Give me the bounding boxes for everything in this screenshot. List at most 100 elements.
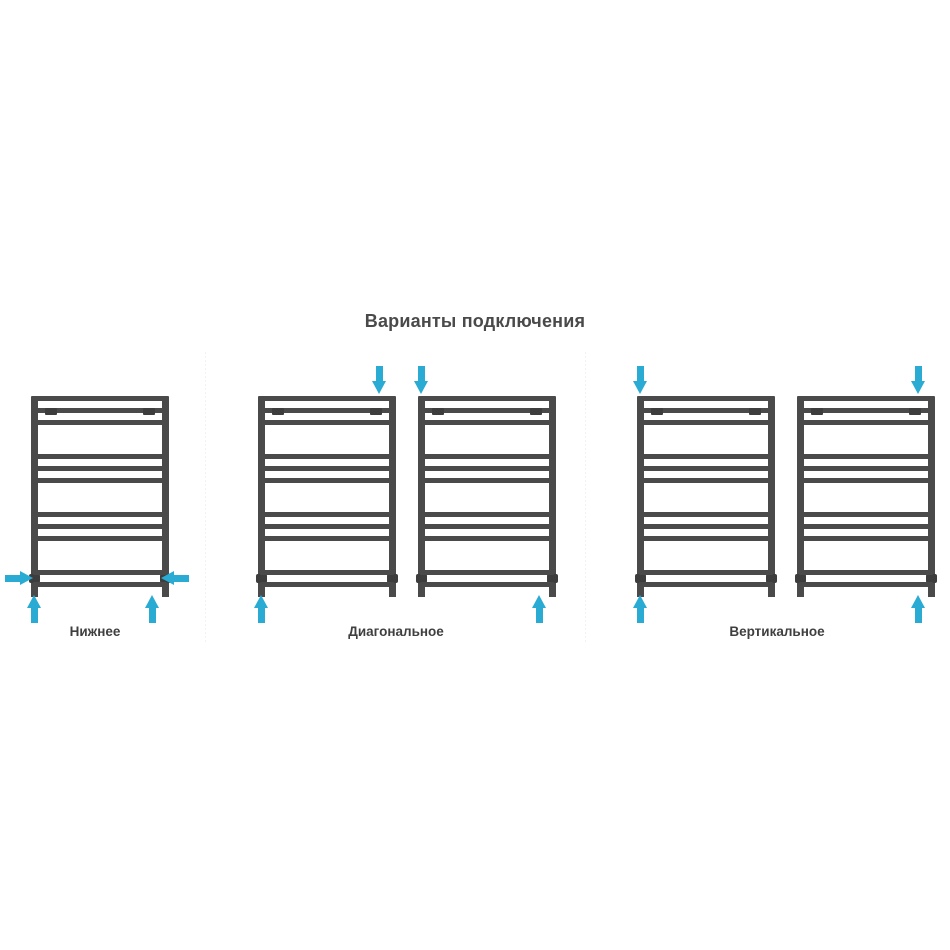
arrow-head: [161, 571, 174, 585]
radiator-rung: [33, 536, 167, 541]
radiator-foot-right: [389, 590, 396, 597]
radiator-foot-left: [637, 590, 644, 597]
wall-mount-bracket-left: [272, 408, 284, 415]
radiator-rung: [639, 408, 773, 413]
inlet-arrow-left: [5, 571, 33, 586]
radiator-rung: [799, 536, 933, 541]
group-label-bottom: Нижнее: [69, 624, 121, 639]
wall-mount-bracket-right: [749, 408, 761, 415]
arrow-shaft: [31, 608, 38, 623]
radiator-vertical-2: [795, 396, 937, 597]
radiator-rung: [639, 512, 773, 517]
radiator-rung: [420, 524, 554, 529]
arrow-head: [911, 381, 925, 394]
radiator-rung: [799, 420, 933, 425]
arrow-shaft: [258, 608, 265, 623]
radiator-foot-left: [797, 590, 804, 597]
radiator-vertical-1: [635, 396, 777, 597]
inlet-arrow-top-right: [372, 366, 387, 394]
radiator-side-rail-left: [31, 396, 38, 591]
radiator-rung: [799, 582, 933, 587]
radiator-connection-port-right: [387, 574, 398, 583]
wall-mount-bracket-right: [143, 408, 155, 415]
radiator-rung: [260, 420, 394, 425]
arrow-shaft: [915, 366, 922, 381]
radiator-rung: [260, 478, 394, 483]
arrow-shaft: [418, 366, 425, 381]
radiator-rung: [639, 454, 773, 459]
radiator-foot-left: [418, 590, 425, 597]
radiator-side-rail-right: [389, 396, 396, 591]
outlet-arrow-bottom-right: [911, 595, 926, 623]
radiator-bottom-1: [29, 396, 171, 597]
arrow-head: [911, 595, 925, 608]
group-label-diagonal: Диагональное: [348, 624, 444, 639]
arrow-head: [254, 595, 268, 608]
arrow-shaft: [915, 608, 922, 623]
radiator-side-rail-left: [258, 396, 265, 591]
radiator-rung: [420, 512, 554, 517]
radiator-rung: [639, 582, 773, 587]
radiator-rung: [799, 524, 933, 529]
radiator-rung: [420, 466, 554, 471]
radiator-rung: [33, 454, 167, 459]
radiator-side-rail-left: [797, 396, 804, 591]
radiator-rung: [420, 420, 554, 425]
arrow-shaft: [536, 608, 543, 623]
radiator-connection-port-left: [635, 574, 646, 583]
radiator-side-rail-right: [928, 396, 935, 591]
radiator-diagonal-2: [416, 396, 558, 597]
radiator-rung: [639, 466, 773, 471]
radiator-foot-right: [768, 590, 775, 597]
radiator-rung: [33, 420, 167, 425]
radiator-rung: [420, 408, 554, 413]
radiator-connection-port-left: [795, 574, 806, 583]
radiator-rung: [260, 454, 394, 459]
radiator-rung: [799, 512, 933, 517]
radiator-rung: [639, 570, 773, 575]
radiator-rung: [33, 570, 167, 575]
radiator-connection-port-right: [547, 574, 558, 583]
radiator-rung: [33, 524, 167, 529]
radiator-diagonal-1: [256, 396, 398, 597]
radiator-rung: [420, 582, 554, 587]
radiator-rung: [639, 536, 773, 541]
arrow-head: [633, 595, 647, 608]
radiator-connection-port-right: [766, 574, 777, 583]
arrow-shaft: [174, 575, 189, 582]
inlet-arrow-bottom-left: [27, 595, 42, 623]
radiator-rung: [420, 454, 554, 459]
radiator-rung: [33, 396, 167, 401]
radiator-rung: [33, 512, 167, 517]
radiator-side-rail-right: [162, 396, 169, 591]
arrow-head: [20, 571, 33, 585]
outlet-arrow-bottom-left: [633, 595, 648, 623]
arrow-shaft: [376, 366, 383, 381]
radiator-rung: [260, 524, 394, 529]
arrow-shaft: [637, 366, 644, 381]
arrow-head: [532, 595, 546, 608]
outlet-arrow-bottom-right: [532, 595, 547, 623]
inlet-arrow-right: [161, 571, 189, 586]
arrow-shaft: [5, 575, 20, 582]
arrow-shaft: [637, 608, 644, 623]
radiator-rung: [420, 396, 554, 401]
radiator-rung: [799, 466, 933, 471]
inlet-arrow-top-left: [633, 366, 648, 394]
wall-mount-bracket-right: [530, 408, 542, 415]
arrow-head: [145, 595, 159, 608]
radiator-connection-port-left: [29, 574, 40, 583]
radiator-side-rail-right: [768, 396, 775, 591]
radiator-foot-right: [928, 590, 935, 597]
radiator-rung: [260, 466, 394, 471]
page-title: Варианты подключения: [364, 311, 586, 331]
arrow-head: [372, 381, 386, 394]
radiator-rung: [33, 582, 167, 587]
wall-mount-bracket-left: [811, 408, 823, 415]
radiator-foot-right: [162, 590, 169, 597]
arrow-head: [633, 381, 647, 394]
radiator-rung: [260, 408, 394, 413]
arrow-shaft: [149, 608, 156, 623]
group-label-vertical: Вертикальное: [729, 624, 825, 639]
